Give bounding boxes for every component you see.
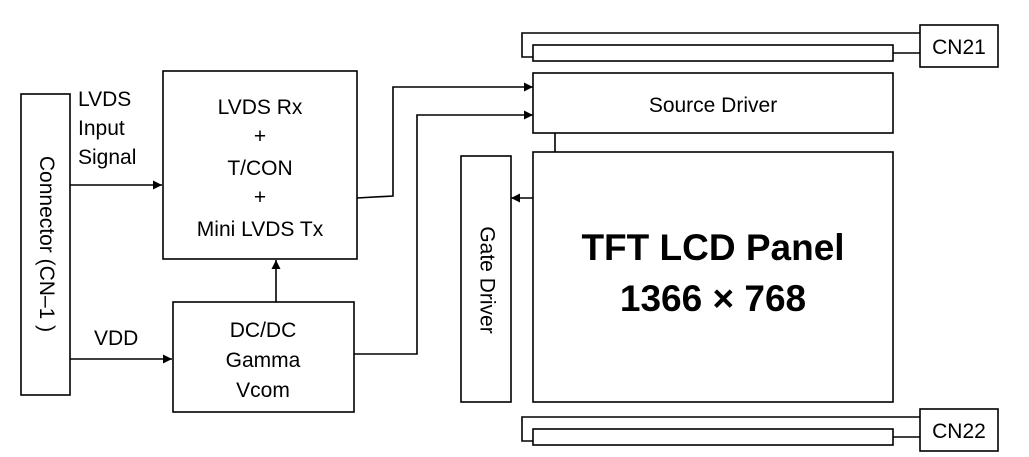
lvds-input-signal: LVDS Input Signal bbox=[70, 88, 162, 190]
source-driver-label: Source Driver bbox=[649, 94, 777, 117]
cn22-label: CN22 bbox=[932, 420, 986, 443]
panel-title: TFT LCD Panel bbox=[581, 227, 844, 268]
vdd-label: VDD bbox=[94, 327, 138, 350]
gate-driver-label: Gate Driver bbox=[475, 226, 498, 333]
lvds-input-label-line2: Input bbox=[78, 117, 125, 140]
tcon-to-source-arrow bbox=[356, 82, 533, 199]
panel-resolution: 1366 × 768 bbox=[620, 278, 806, 319]
connector-cn1: Connector (CN–1 ) bbox=[20, 93, 71, 396]
dcdc-line1: DC/DC bbox=[230, 319, 297, 342]
vdd-signal: VDD bbox=[70, 327, 172, 364]
lvds-input-label-line3: Signal bbox=[78, 146, 136, 169]
connector-label: Connector (CN–1 ) bbox=[35, 156, 58, 332]
source-driver-block: Source Driver bbox=[532, 72, 894, 134]
tcon-line3: T/CON bbox=[227, 157, 292, 180]
lvds-input-label-line1: LVDS bbox=[78, 88, 131, 111]
dcdc-block: DC/DC Gamma Vcom bbox=[172, 301, 355, 413]
cn21-flex: CN21 bbox=[521, 24, 999, 68]
cn21-box bbox=[919, 24, 999, 68]
tcon-line4: + bbox=[254, 186, 266, 209]
cn21-label: CN21 bbox=[932, 36, 986, 59]
lvds-rx-tcon-block: LVDS Rx + T/CON + Mini LVDS Tx bbox=[162, 70, 358, 260]
dcdc-line2: Gamma bbox=[226, 349, 301, 372]
tcon-line5: Mini LVDS Tx bbox=[197, 218, 324, 241]
tcon-line1: LVDS Rx bbox=[218, 96, 303, 119]
tft-lcd-panel: TFT LCD Panel 1366 × 768 bbox=[532, 151, 894, 403]
cn22-flex: CN22 bbox=[521, 408, 999, 452]
dcdc-line3: Vcom bbox=[236, 379, 290, 402]
tcon-line2: + bbox=[254, 125, 266, 148]
cn22-box bbox=[919, 408, 999, 452]
dcdc-to-source-arrow bbox=[354, 110, 533, 355]
gate-driver-block: Gate Driver bbox=[460, 155, 512, 403]
